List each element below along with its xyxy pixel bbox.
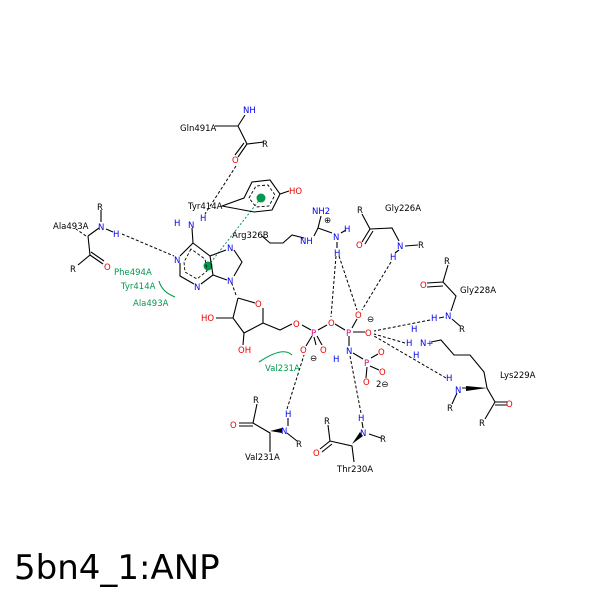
atom-label: R [459,325,465,335]
atom-label: ⊕ [324,216,331,226]
atom-label: N [188,221,194,231]
hydrophobic-phe494a: Phe494A [114,268,152,278]
atom-label: ⊖ [367,315,374,325]
atom-label: O [355,311,362,321]
atom-label: O [379,368,386,378]
atom-label: P [364,359,369,369]
residue-ala493a: Ala493A [53,222,89,232]
atom-label: R [262,140,268,150]
pi-center-adenine [203,261,213,271]
atom-label: N+ [420,339,433,349]
atom-label: R [357,206,363,216]
bonds [75,114,507,463]
atom-label: HO [289,187,302,197]
atom-labels: NH O R HO H N H N N N N R N H O R O HO O… [70,106,513,459]
atom-label: O [293,320,300,330]
hydrophobic-ala493a: Ala493A [133,299,169,309]
atom-label: O [320,346,327,356]
residue-val231a: Val231A [245,453,280,463]
atom-label: R [418,241,424,251]
atom-label: OH [238,346,251,356]
hydrophobic-val231a: Val231A [265,364,300,374]
atom-label: R [447,404,453,414]
atom-label: H [334,249,340,259]
atom-label: H [431,314,437,324]
atom-label: H [390,253,396,263]
atom-label: H [406,339,412,349]
atom-label: N [227,277,233,287]
atom-label: O [378,348,385,358]
atom-label: H [200,214,206,224]
atom-label: R [479,419,485,429]
hydrophobic-tyr414a: Tyr414A [120,282,156,292]
atom-label: R [324,417,330,427]
wedge-bond [270,428,282,433]
atom-label: H [174,219,180,229]
atom-label: R [380,435,386,445]
atom-label: N [445,312,451,322]
atom-label: N [98,223,104,233]
atom-label: R [444,257,450,267]
atom-label: H [358,414,364,424]
hydrophobic-arc-adenine [158,280,176,298]
pi-center-tyr [256,193,266,203]
atom-label: O [230,421,237,431]
atom-label: H [446,374,452,384]
hydrophobic-arc-val231 [258,351,293,363]
atom-label: NH [243,106,256,116]
atom-label: O [363,378,370,388]
residue-lys229a: Lys229A [500,371,536,381]
atom-label: H [113,230,119,240]
atom-label: N [346,347,352,357]
atom-label: O [420,281,427,291]
atom-label: N [455,386,461,396]
atom-label: H [413,351,419,361]
atom-label: N [397,242,403,252]
residue-labels: Gln491A Tyr414A Ala493A Arg326B Gly226A … [53,124,536,475]
hydrogen-bonds [121,165,447,414]
atom-label: NH [300,237,313,247]
residue-gly228a: Gly228A [460,286,496,296]
atom-label: R [296,440,302,450]
atom-label: O [506,400,513,410]
residue-gly226a: Gly226A [385,204,421,214]
atom-label: HO [201,314,214,324]
atom-label: N [174,256,180,266]
atom-label: NH2 [312,207,330,217]
atom-label: N [194,283,200,293]
atom-label: N [281,427,287,437]
residue-arg326b: Arg326B [232,231,269,241]
atom-label: O [232,156,239,166]
atom-label: H [411,325,417,335]
atom-label: O [104,263,111,273]
atom-label: O [300,346,307,356]
atom-label: R [70,265,76,275]
atom-label: O [255,300,262,310]
atom-label: R [97,203,103,213]
atom-label: H [285,410,291,420]
atom-label: P [311,329,316,339]
atom-label: H [344,225,350,235]
residue-thr230a: Thr230A [336,465,373,475]
residue-gln491a: Gln491A [180,124,217,134]
wedge-bond [352,432,363,444]
atom-label: N [333,233,339,243]
atom-label: H [333,355,339,365]
atom-label: ⊖ [310,354,317,364]
diagram-title: 5bn4_1:ANP [14,548,220,588]
atom-label: O [313,449,320,459]
atom-label: O [356,241,363,251]
atom-label: R [253,396,259,406]
wedge-bond [466,386,487,391]
atom-label: 2⊖ [376,380,389,390]
residue-tyr414a: Tyr414A [187,202,223,212]
atom-label: O [328,319,335,329]
atom-label: P [346,329,351,339]
atom-label: N [360,429,366,439]
atom-label: O [365,329,372,339]
atom-label: N [227,244,233,254]
